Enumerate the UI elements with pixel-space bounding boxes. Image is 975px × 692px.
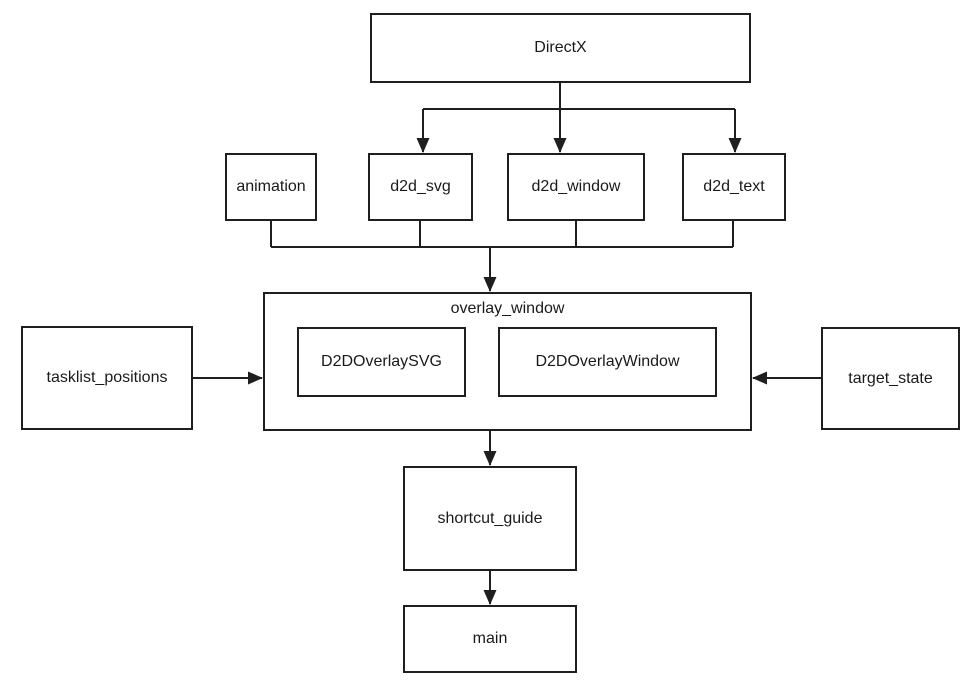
edge-row2-bus	[270, 221, 734, 248]
node-animation: animation	[225, 153, 317, 221]
node-overlay-window: overlay_window	[263, 292, 752, 431]
node-d2d-window-label: d2d_window	[531, 178, 621, 196]
node-d2d-overlay-svg-label: D2DOverlaySVG	[321, 353, 442, 371]
node-d2d-window: d2d_window	[507, 153, 645, 221]
node-d2d-overlay-window-label: D2DOverlayWindow	[535, 353, 680, 371]
node-directx-label: DirectX	[534, 39, 587, 57]
node-target-state-label: target_state	[848, 369, 933, 387]
node-shortcut-guide-label: shortcut_guide	[437, 509, 543, 527]
node-d2d-svg-label: d2d_svg	[390, 178, 451, 196]
node-target-state: target_state	[821, 327, 960, 430]
node-d2d-text-label: d2d_text	[703, 178, 765, 196]
node-d2d-overlay-svg: D2DOverlaySVG	[297, 327, 466, 397]
node-tasklist-positions-label: tasklist_positions	[46, 369, 168, 387]
node-main: main	[403, 605, 577, 673]
node-d2d-svg: d2d_svg	[368, 153, 473, 221]
node-d2d-overlay-window: D2DOverlayWindow	[498, 327, 717, 397]
node-d2d-text: d2d_text	[682, 153, 786, 221]
edge-directx-trunk	[423, 83, 735, 110]
node-tasklist-positions: tasklist_positions	[21, 326, 193, 430]
node-shortcut-guide: shortcut_guide	[403, 466, 577, 571]
node-directx: DirectX	[370, 13, 751, 83]
node-overlay-window-label: overlay_window	[450, 300, 565, 317]
node-main-label: main	[472, 630, 508, 648]
node-animation-label: animation	[236, 178, 306, 196]
